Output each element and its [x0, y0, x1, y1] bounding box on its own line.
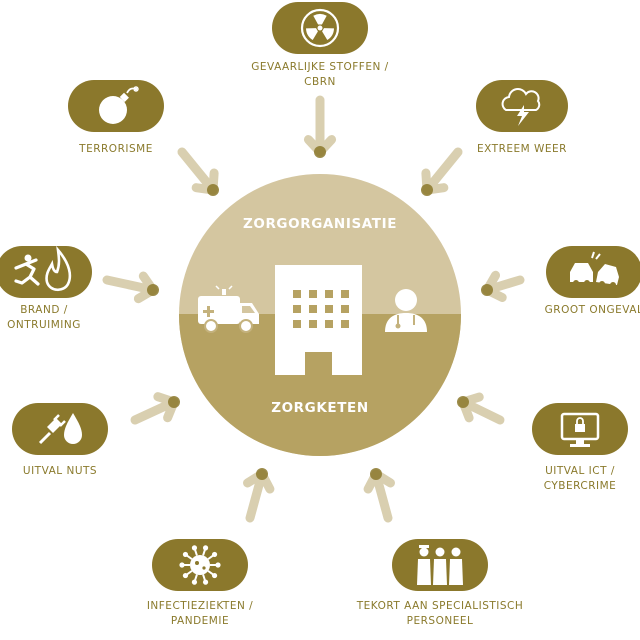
arrow-ict: [457, 392, 505, 425]
arrows-layer: [102, 95, 525, 523]
threat-cbrn-label: GEVAARLIJKE STOFFEN / CBRN: [251, 61, 389, 88]
arrow-accident: [481, 270, 525, 302]
storm-cloud-icon: [501, 88, 541, 126]
threat-ict-pill: [532, 403, 628, 455]
arrow-cbrn: [303, 95, 337, 158]
doctor-icon: [385, 289, 427, 332]
care-organisation-label: ZORGORGANISATIE: [242, 216, 398, 232]
arrow-pandemic: [243, 468, 275, 523]
radiation-icon: [300, 8, 340, 48]
threat-weather-label: EXTREEM WEER: [477, 143, 567, 155]
threat-pandemic-pill: [152, 539, 248, 591]
threat-fire-pill: [0, 245, 92, 298]
threat-staff-pill: [392, 539, 488, 591]
running-person-flame-icon: [14, 245, 72, 292]
arrow-fire: [102, 271, 159, 304]
hospital-building-icon: [275, 265, 362, 375]
threat-terrorism-pill: [68, 80, 164, 132]
threat-utilities-label: UITVAL NUTS: [22, 465, 98, 477]
arrow-weather: [421, 147, 463, 196]
medical-staff-icon: [417, 545, 463, 585]
threat-cbrn-pill: [272, 2, 368, 54]
threat-ict-label: UITVAL ICT / CYBERCRIME: [543, 465, 617, 492]
virus-icon: [179, 545, 221, 585]
threat-accident-label: GROOT ONGEVAL: [544, 304, 640, 316]
threat-fire-label: BRAND / ONTRUIMING: [7, 304, 81, 331]
threat-staff-label: TEKORT AAN SPECIALISTISCH PERSONEEL: [356, 600, 524, 627]
plug-water-drop-icon: [38, 413, 82, 445]
arrow-utilities: [130, 392, 180, 425]
bomb-icon: [99, 86, 139, 124]
ambulance-icon: [198, 285, 259, 333]
threat-terrorism-label: TERRORISME: [79, 143, 153, 155]
threat-weather-pill: [476, 80, 568, 132]
locked-monitor-icon: [560, 412, 600, 447]
threat-pandemic-label: INFECTIEZIEKTEN / PANDEMIE: [146, 600, 254, 627]
threat-utilities-pill: [12, 403, 108, 455]
threat-pills-layer: [0, 2, 640, 591]
car-crash-icon: [570, 251, 619, 288]
arrow-staff: [363, 468, 395, 523]
care-chain-label: ZORGKETEN: [271, 400, 369, 416]
threat-accident-pill: [546, 246, 640, 298]
arrow-terrorism: [177, 147, 219, 196]
